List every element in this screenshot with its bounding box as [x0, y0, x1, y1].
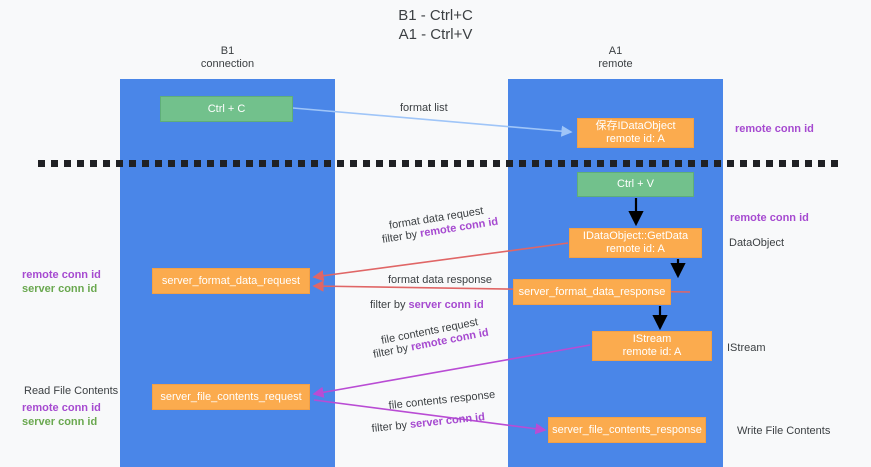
box-server-format-data-response[interactable]: server_format_data_response	[513, 279, 671, 305]
lane-header-b1-role: connection	[200, 58, 255, 70]
annotation-left-remote-conn-id-1: remote conn id	[22, 269, 101, 281]
box-server-format-data-request-label: server_format_data_request	[161, 274, 301, 287]
annotation-left-conn-ids-1: remote conn id server conn id	[22, 268, 101, 296]
annotation-istream: IStream	[727, 342, 766, 354]
lane-header-b1: B1 connection	[120, 45, 335, 71]
lane-header-a1-name: A1	[608, 45, 623, 57]
box-ctrl-c[interactable]: Ctrl + C	[160, 96, 293, 122]
box-server-file-contents-response[interactable]: server_file_contents_response	[548, 417, 706, 443]
box-getdata-line2: remote id: A	[606, 243, 665, 255]
arrow-format-list	[292, 107, 573, 137]
box-server-file-contents-response-label: server_file_contents_response	[552, 423, 702, 436]
edge-label-format-data-response-filter: filter by server conn id	[370, 298, 484, 312]
arrow-file-contents-request	[312, 344, 591, 398]
diagram-title: B1 - Ctrl+C A1 - Ctrl+V	[0, 6, 871, 44]
box-server-file-contents-request[interactable]: server_file_contents_request	[152, 384, 310, 410]
box-idataobject-getdata[interactable]: IDataObject::GetData remote id: A	[569, 228, 702, 258]
box-save-idataobject-line2: remote id: A	[606, 133, 665, 145]
box-ctrl-v[interactable]: Ctrl + V	[577, 172, 694, 197]
annotation-write-file-contents: Write File Contents	[737, 425, 831, 437]
annotation-remote-conn-id-mid: remote conn id	[730, 212, 809, 224]
box-server-file-contents-request-label: server_file_contents_request	[160, 390, 302, 403]
box-ctrl-c-label: Ctrl + C	[207, 102, 246, 115]
annotation-dataobject: DataObject	[729, 237, 785, 249]
box-istream[interactable]: IStream remote id: A	[592, 331, 712, 361]
box-save-idataobject[interactable]: 保存IDataObject remote id: A	[577, 118, 694, 148]
box-getdata-line1: IDataObject::GetData	[582, 230, 689, 242]
lane-header-b1-name: B1	[220, 45, 235, 57]
box-server-format-data-response-label: server_format_data_response	[518, 285, 666, 298]
filter-key-server-conn-id: server conn id	[408, 299, 484, 311]
title-line-2: A1 - Ctrl+V	[398, 26, 473, 43]
box-istream-line1: IStream	[632, 333, 672, 345]
box-istream-line2: remote id: A	[622, 346, 682, 358]
edge-label-format-list: format list	[400, 102, 448, 114]
annotation-left-server-conn-id-2: server conn id	[22, 416, 98, 428]
box-server-format-data-request[interactable]: server_format_data_request	[152, 268, 310, 294]
lane-header-a1: A1 remote	[508, 45, 723, 71]
phase-separator-dashed-line	[38, 160, 838, 167]
annotation-read-file-contents: Read File Contents	[24, 385, 119, 397]
title-line-1: B1 - Ctrl+C	[398, 7, 473, 24]
box-ctrl-v-label: Ctrl + V	[617, 178, 654, 190]
annotation-left-conn-ids-2: remote conn id server conn id	[22, 401, 101, 429]
lane-header-a1-role: remote	[598, 58, 633, 70]
filter-prefix: filter by	[371, 418, 411, 435]
filter-prefix: filter by	[370, 299, 409, 311]
box-save-idataobject-line1: 保存IDataObject	[595, 120, 676, 132]
arrow-format-data-request	[312, 242, 569, 282]
edge-label-format-data-response: format data response	[388, 274, 492, 286]
annotation-remote-conn-id-top: remote conn id	[735, 123, 814, 135]
annotation-left-server-conn-id-1: server conn id	[22, 283, 98, 295]
arrow-file-contents-response	[313, 399, 547, 435]
annotation-left-remote-conn-id-2: remote conn id	[22, 402, 101, 414]
